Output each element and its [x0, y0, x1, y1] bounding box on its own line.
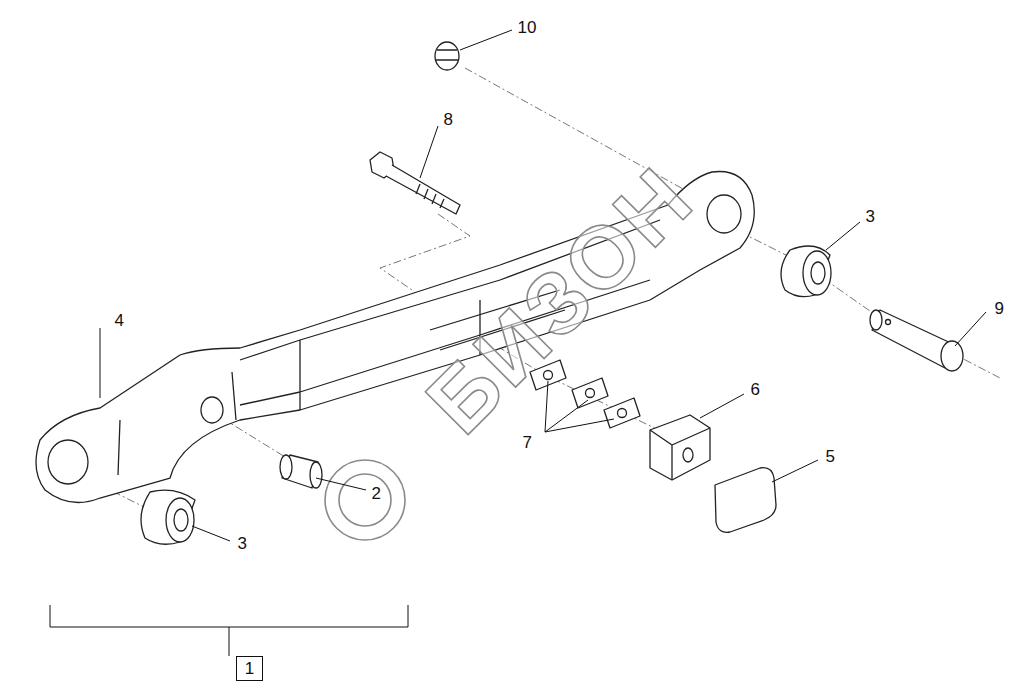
- item-box: 1: [236, 656, 263, 681]
- ball-joint: [781, 246, 831, 297]
- item-number: 1: [245, 660, 254, 677]
- callout-number: 3: [238, 535, 247, 552]
- callout-number: 3: [866, 208, 875, 225]
- callout-number: 6: [751, 381, 760, 398]
- bushing: [280, 455, 322, 488]
- callout-number: 2: [372, 485, 381, 502]
- retaining-clip: [435, 42, 459, 70]
- leader-line: [100, 30, 986, 541]
- group-bracket: [50, 605, 408, 656]
- callout-number: 4: [115, 312, 124, 329]
- callout-number: 7: [523, 434, 532, 451]
- watermark-logo: [325, 460, 405, 540]
- callout-number: 8: [444, 111, 453, 128]
- callout-number: 10: [518, 19, 537, 36]
- bolt: [370, 152, 460, 214]
- cap: [715, 468, 776, 533]
- pin: [870, 310, 963, 371]
- wear-block: [650, 415, 710, 480]
- callout-number: 5: [826, 448, 835, 465]
- callout-number: 9: [995, 300, 1004, 317]
- axis-line: [70, 68, 1000, 515]
- ball-joint: [141, 490, 195, 544]
